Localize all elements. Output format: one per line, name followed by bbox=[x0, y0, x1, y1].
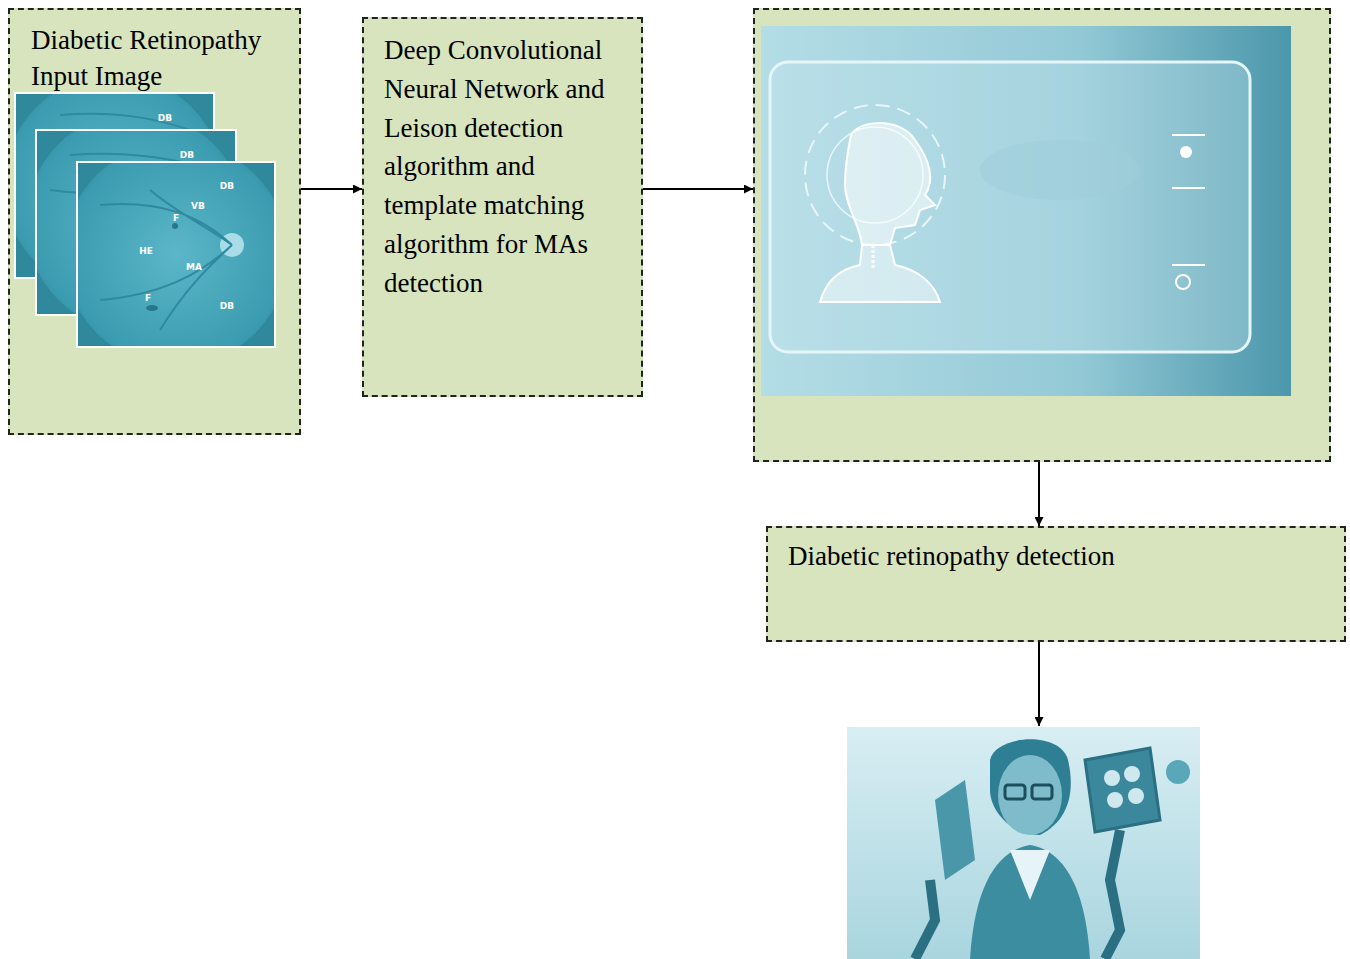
fundus-image bbox=[77, 162, 275, 347]
lesion-label: F bbox=[145, 294, 151, 303]
process-box: Diabetic Retinopathy Input Image bbox=[8, 8, 301, 435]
lesion-label: DB bbox=[220, 182, 234, 191]
lesion-label: HE bbox=[139, 247, 153, 256]
process-box: Diabetic retinopathy detection bbox=[766, 526, 1346, 642]
lesion-label: DB bbox=[180, 151, 194, 160]
process-box: Deep Convolutional Neural Network and Le… bbox=[362, 17, 643, 397]
box-text: Deep Convolutional Neural Network and Le… bbox=[384, 31, 631, 303]
box-fill bbox=[766, 526, 1346, 642]
lesion-label: DB bbox=[158, 114, 172, 123]
hologram-photo bbox=[761, 26, 1291, 396]
box-fill bbox=[362, 17, 643, 397]
image-frame bbox=[77, 162, 275, 347]
box-text: Diabetic Retinopathy Input Image bbox=[31, 22, 289, 94]
lesion-label: DB bbox=[220, 302, 234, 311]
box-fill bbox=[8, 8, 301, 435]
lesion-label: MA bbox=[186, 263, 202, 272]
robot-doctor-illustration bbox=[847, 727, 1200, 959]
box-fill bbox=[753, 8, 1331, 462]
lesion-label: F bbox=[173, 214, 179, 223]
process-box bbox=[753, 8, 1331, 462]
arrow-line bbox=[1038, 642, 1040, 726]
box-text: Diabetic retinopathy detection bbox=[788, 540, 1334, 572]
flow-arrow bbox=[1038, 462, 1040, 526]
lesion-label: VB bbox=[191, 202, 205, 211]
flow-arrow bbox=[643, 188, 753, 190]
flow-arrow bbox=[301, 188, 362, 190]
